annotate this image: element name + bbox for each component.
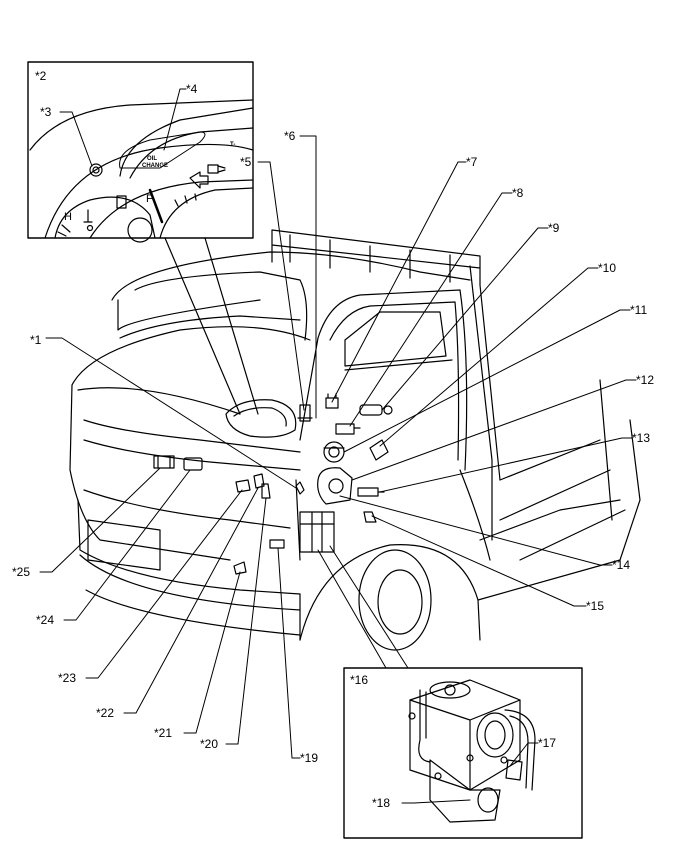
component-16-small	[299, 511, 335, 553]
leader-lines	[39, 88, 637, 804]
callout-8: *8	[512, 186, 524, 200]
component-15	[363, 511, 377, 523]
callout-19: *19	[300, 751, 319, 765]
component-1	[295, 481, 305, 495]
callout-9: *9	[548, 221, 560, 235]
callout-21: *21	[154, 726, 173, 740]
component-20	[261, 483, 271, 499]
callout-10: *10	[598, 261, 617, 275]
callout-2: *2	[35, 69, 47, 83]
indicator-change-text: CHANGE	[142, 163, 168, 169]
callout-14: *14	[612, 558, 631, 572]
callout-20: *20	[200, 737, 219, 751]
component-19	[269, 539, 285, 549]
component-9	[359, 404, 393, 416]
component-22	[253, 473, 265, 489]
instrument-cluster-inset	[27, 61, 254, 243]
actuator-detail-inset	[343, 667, 583, 839]
temp-hot-mark: H	[64, 211, 72, 223]
truck-body	[69, 229, 641, 651]
indicator-oil-text: OIL	[147, 156, 157, 162]
component-23	[235, 479, 251, 493]
callout-3: *3	[40, 105, 52, 119]
callout-25: *25	[12, 565, 31, 579]
callout-18: *18	[372, 796, 391, 810]
callout-23: *23	[58, 671, 77, 685]
component-12	[317, 467, 353, 505]
fuel-full-mark: F	[146, 193, 153, 205]
callout-22: *22	[96, 706, 115, 720]
callout-7: *7	[466, 155, 478, 169]
callout-4: *4	[186, 82, 198, 96]
callout-13: *13	[632, 431, 651, 445]
component-10	[369, 439, 389, 461]
component-8	[335, 423, 361, 435]
callout-17: *17	[538, 736, 557, 750]
component-5	[297, 404, 313, 422]
component-11	[323, 441, 345, 463]
callout-15: *15	[586, 599, 605, 613]
component-24	[183, 457, 203, 471]
tach-mark: T-	[230, 142, 235, 148]
callout-5: *5	[240, 155, 252, 169]
component-25	[153, 455, 175, 469]
callout-24: *24	[36, 613, 55, 627]
callout-12: *12	[636, 373, 655, 387]
component-21	[233, 561, 247, 575]
callout-1: *1	[30, 333, 42, 347]
callout-11: *11	[630, 303, 648, 317]
callout-16: *16	[350, 673, 369, 687]
callout-6: *6	[284, 129, 296, 143]
